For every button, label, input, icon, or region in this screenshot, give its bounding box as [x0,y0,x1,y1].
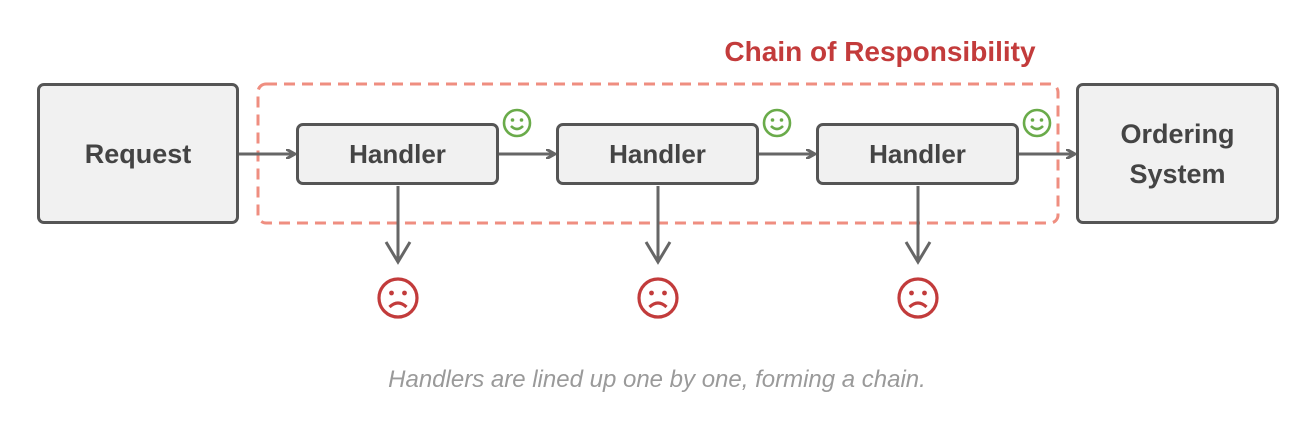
handler-label: Handler [349,138,446,169]
smile-icon [502,108,532,138]
diagram-caption: Handlers are lined up one by one, formin… [388,366,926,393]
request-label: Request [84,138,192,169]
smile-icon [1022,108,1052,138]
smile-icon [762,108,792,138]
handler-box-3: Handler [816,123,1019,185]
handler-box-1: Handler [296,123,499,185]
handler-box-2: Handler [556,123,759,185]
ordering-system-box: Ordering System [1076,83,1279,224]
chain-title: Chain of Responsibility [724,36,1036,67]
frown-icon [637,277,679,319]
handler-label: Handler [869,138,966,169]
handler-label: Handler [609,138,706,169]
request-box: Request [37,83,239,224]
ordering-system-label: Ordering System [1120,118,1235,189]
frown-icon [377,277,419,319]
frown-icon [897,277,939,319]
